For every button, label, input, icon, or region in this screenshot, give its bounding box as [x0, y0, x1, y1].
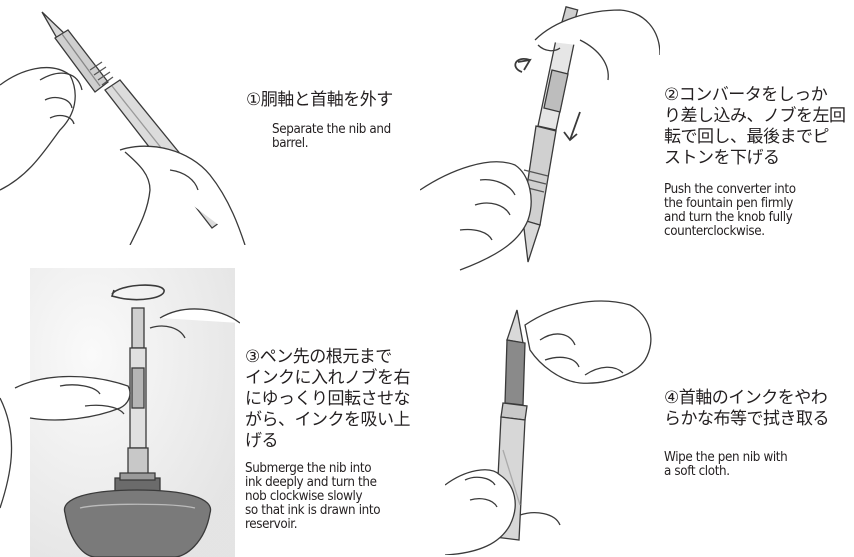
step4-title-jp: ④首軸のインクをやわ らかな布等で拭き取る [664, 388, 830, 429]
step1-desc-en: Separate the nib and barrel. [272, 122, 391, 151]
step1-illustration [0, 0, 250, 245]
step3-illustration [0, 268, 240, 557]
step2-illustration [420, 0, 660, 275]
step2-desc-en: Push the converter into the fountain pen… [664, 182, 796, 239]
step1-title-jp: ①胴軸と首軸を外す [246, 90, 393, 110]
step4-illustration [445, 285, 660, 555]
step3-desc-en: Submerge the nib into ink deeply and tur… [245, 461, 381, 532]
step4-desc-en: Wipe the pen nib with a soft cloth. [664, 450, 788, 479]
step2-title-jp: ②コンバータをしっか り差し込み、ノブを左回 転で回し、最後までピ ストンを下げ… [664, 85, 846, 168]
step3-title-jp: ③ペン先の根元まで インクに入れノブを右 にゆっくり回転させな がら、インクを吸… [245, 347, 411, 451]
